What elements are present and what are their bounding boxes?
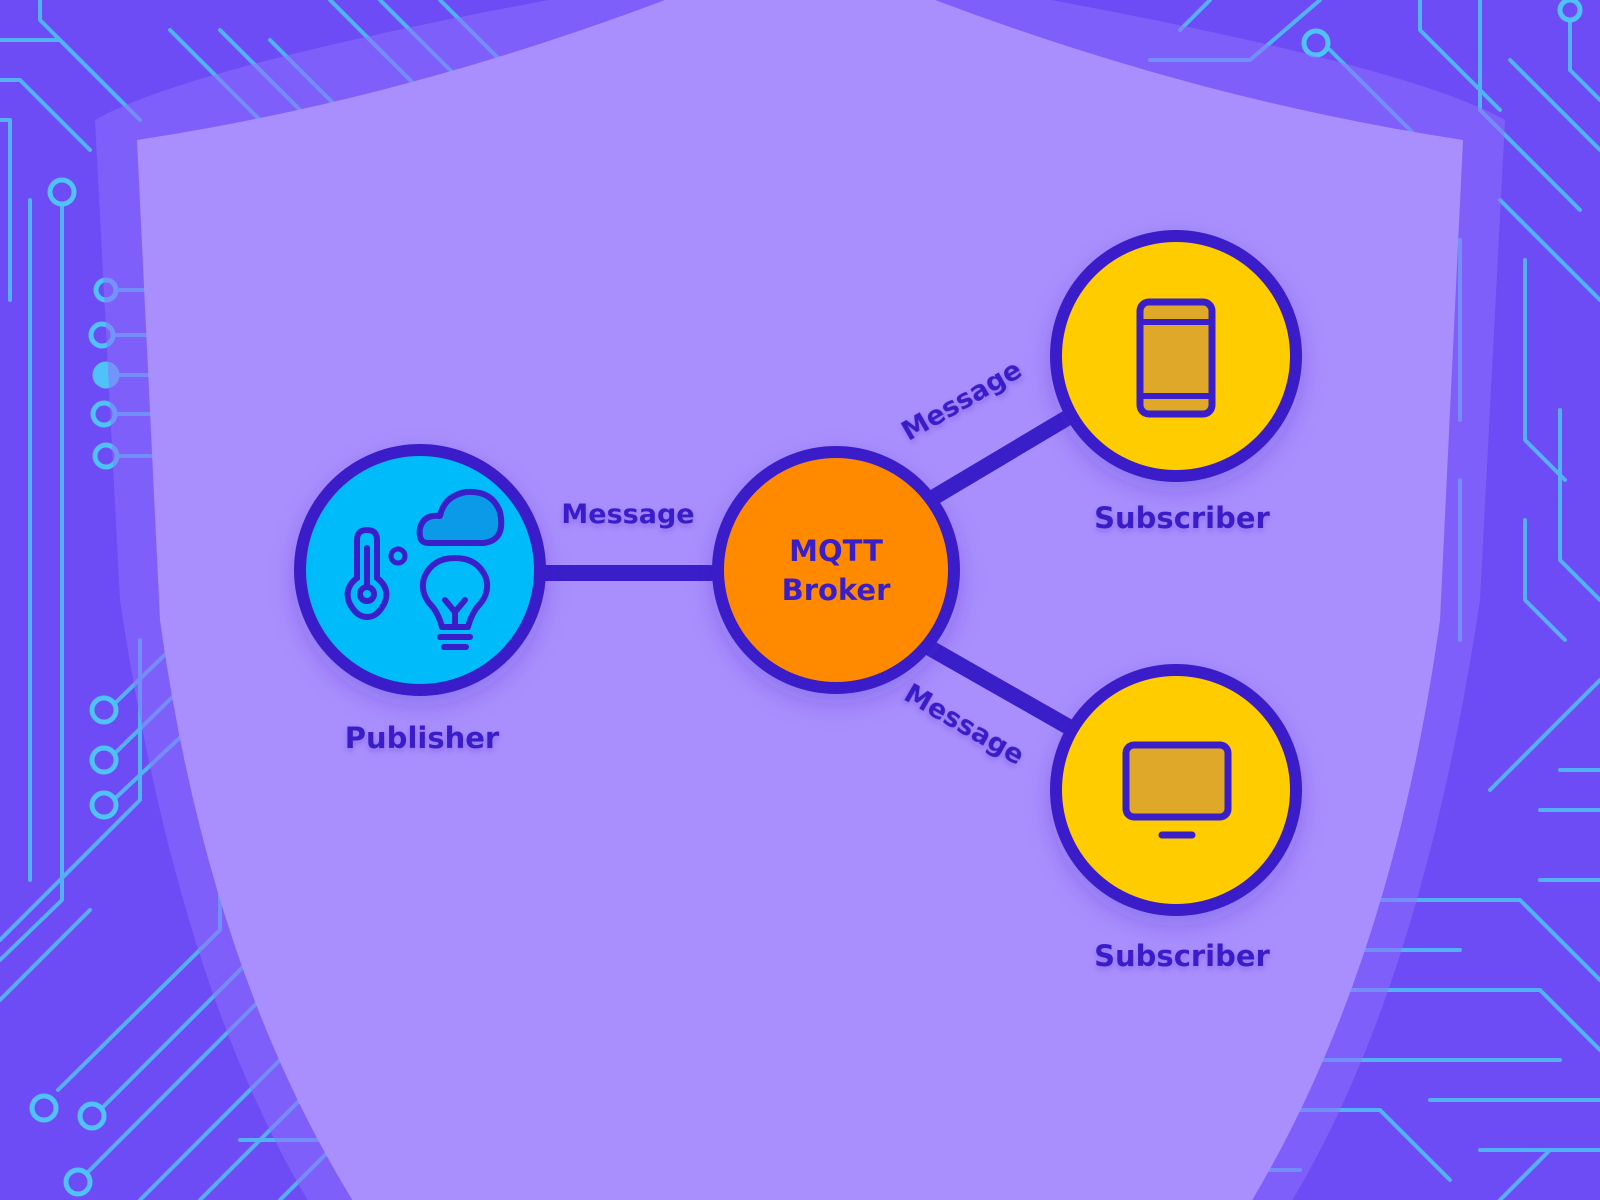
subscriber-label-2: Subscriber <box>1094 939 1270 973</box>
subscriber-node-1 <box>1050 230 1302 482</box>
dot-icon <box>388 546 408 566</box>
broker-node: MQTT Broker <box>712 446 960 694</box>
edge-broker-subscriber-1 <box>928 407 1080 504</box>
publisher-node <box>294 444 546 696</box>
circuit-nodes <box>29 0 1583 1197</box>
subscriber-node-2 <box>1050 664 1302 916</box>
publisher-label: Publisher <box>345 721 500 755</box>
lightbulb-icon <box>419 555 491 650</box>
subscriber-label-1: Subscriber <box>1094 501 1270 535</box>
cloud-icon <box>416 488 505 546</box>
thermometer-icon <box>344 526 390 621</box>
monitor-icon <box>1122 741 1232 839</box>
edge-broker-subscriber-2 <box>922 640 1082 738</box>
edges <box>532 407 1082 738</box>
smartphone-icon <box>1136 298 1216 418</box>
edge-label-publisher-broker: Message <box>561 499 694 530</box>
broker-label-line1: MQTT <box>789 534 883 568</box>
broker-label-line2: Broker <box>782 573 892 607</box>
